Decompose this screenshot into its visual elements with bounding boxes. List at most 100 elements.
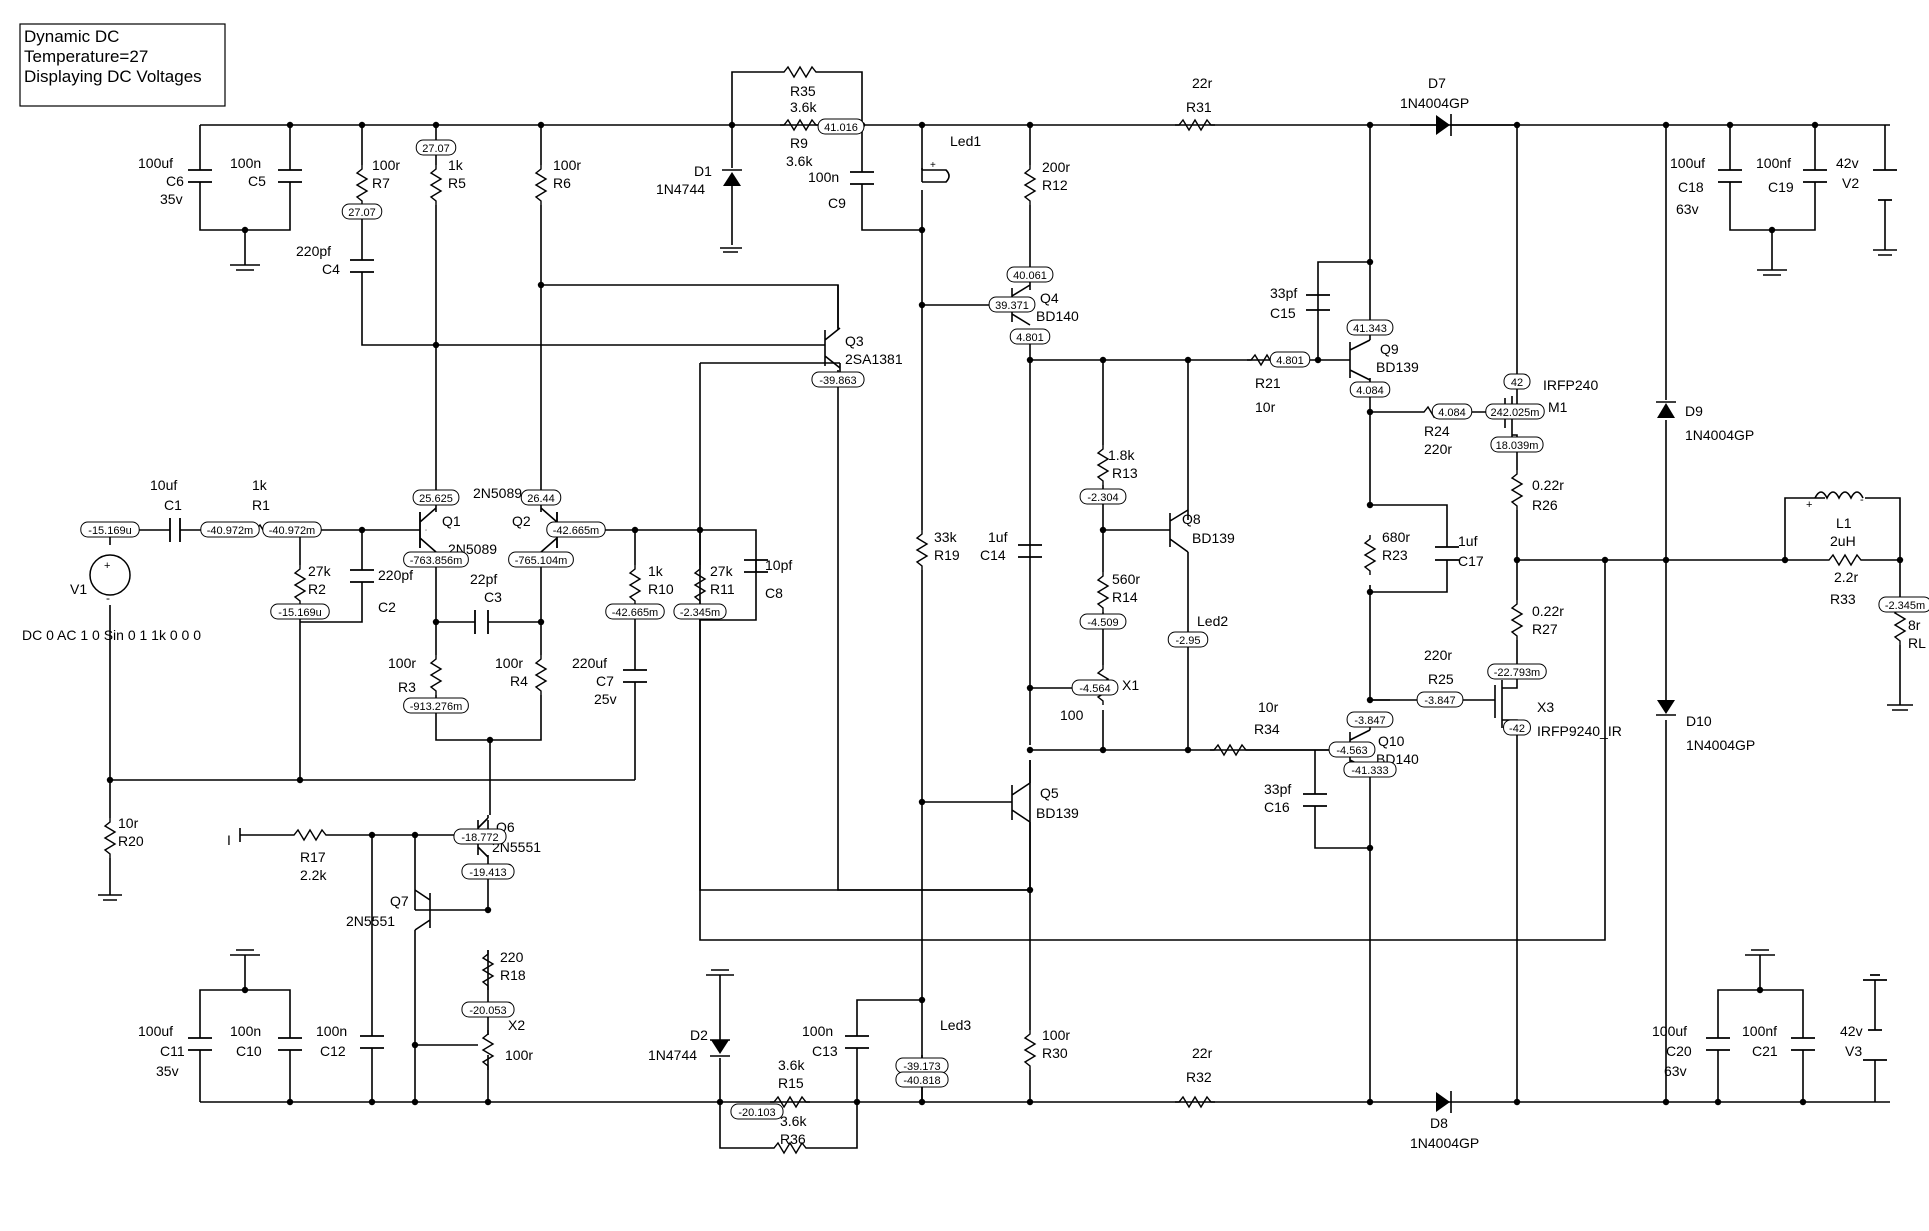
svg-text:-: - <box>106 591 110 605</box>
r17-value: 2.2k <box>300 867 327 883</box>
r31-value: 22r <box>1192 75 1213 91</box>
voltage-value: 4.084 <box>1438 407 1466 419</box>
d7-symbol <box>1410 114 1517 136</box>
q1-symbol <box>419 507 437 553</box>
r7-value: 100r <box>372 157 400 173</box>
capacitors <box>169 169 1897 1061</box>
d1-name: D1 <box>694 163 712 179</box>
q8-name: Q8 <box>1182 511 1201 527</box>
voltage-tag: -22.793m <box>1487 663 1547 680</box>
d9-symbol <box>1656 401 1676 418</box>
r1-value: 1k <box>252 477 268 493</box>
voltage-tag: -4.509 <box>1079 613 1127 630</box>
v2-cell <box>1873 169 1897 201</box>
voltage-tag: 41.343 <box>1346 319 1394 336</box>
c8-name: C8 <box>765 585 783 601</box>
r6-body <box>535 164 547 206</box>
voltage-tag: -41.333 <box>1343 761 1397 778</box>
q3-part: 2SA1381 <box>845 351 903 367</box>
q7-part: 2N5551 <box>346 913 395 929</box>
c9-plates <box>850 171 874 185</box>
voltage-value: 40.061 <box>1013 270 1047 282</box>
c11-value: 100uf <box>138 1023 173 1039</box>
voltage-value: -2.95 <box>1175 635 1200 647</box>
r21-name: R21 <box>1255 375 1281 391</box>
c21-plates <box>1791 1037 1815 1051</box>
c15-value: 33pf <box>1270 285 1297 301</box>
r19-body <box>916 529 928 571</box>
c4-value: 220pf <box>296 243 331 259</box>
c19-plates <box>1803 169 1827 183</box>
voltage-value: -15.169u <box>88 525 131 537</box>
r34-value: 10r <box>1258 699 1279 715</box>
r4-value: 100r <box>495 655 523 671</box>
c18-plates <box>1718 169 1742 183</box>
v3-cell <box>1863 974 1887 1061</box>
voltage-value: -39.173 <box>903 1061 940 1073</box>
r10-body <box>629 564 641 606</box>
x3-symbol <box>1494 680 1518 728</box>
voltage-tag: 42 <box>1503 373 1531 390</box>
voltage-tag: -913.276m <box>403 697 469 714</box>
r19-name: R19 <box>934 547 960 563</box>
c1-value: 10uf <box>150 477 177 493</box>
r36-value: 3.6k <box>780 1113 807 1129</box>
m1-name: M1 <box>1548 399 1568 415</box>
q2-name: Q2 <box>512 513 531 529</box>
q1-name: Q1 <box>442 513 461 529</box>
q7-name: Q7 <box>390 893 409 909</box>
voltage-value: -42.665m <box>553 525 599 537</box>
q9-symbol <box>1349 339 1371 381</box>
r34-name: R34 <box>1254 721 1280 737</box>
transistors <box>414 284 1518 931</box>
voltage-value: -765.104m <box>515 555 568 567</box>
d9-name: D9 <box>1685 403 1703 419</box>
r30-name: R30 <box>1042 1045 1068 1061</box>
c5-name: C5 <box>248 173 266 189</box>
r27-value: 0.22r <box>1532 603 1564 619</box>
info-line-1: Dynamic DC <box>24 27 119 46</box>
r10-value: 1k <box>648 563 664 579</box>
voltage-value: -763.856m <box>410 555 463 567</box>
voltage-tag: 25.625 <box>412 489 460 506</box>
x3-name: X3 <box>1537 699 1554 715</box>
r20-name: R20 <box>118 833 144 849</box>
r24-name: R24 <box>1424 423 1450 439</box>
voltage-tag: -18.772 <box>453 828 507 845</box>
r27-body <box>1511 599 1523 641</box>
r15-name: R15 <box>778 1075 804 1091</box>
c20-name: C20 <box>1666 1043 1692 1059</box>
c19-value: 100nf <box>1756 155 1791 171</box>
ground-d2 <box>706 969 734 976</box>
r19-value: 33k <box>934 529 958 545</box>
voltage-tag: -42 <box>1503 719 1531 736</box>
c20-value: 100uf <box>1652 1023 1687 1039</box>
r23-value: 680r <box>1382 529 1410 545</box>
ground-symbols <box>98 247 1913 976</box>
voltage-tag: -4.564 <box>1071 679 1119 696</box>
c14-value: 1uf <box>988 529 1008 545</box>
ground-v2 <box>1873 249 1897 256</box>
d8-name: D8 <box>1430 1115 1448 1131</box>
r35-value: 3.6k <box>790 99 817 115</box>
voltage-tag: -40.972m <box>262 521 322 538</box>
c6-value: 100uf <box>138 155 173 171</box>
c12-plates <box>360 1035 384 1049</box>
junction-dots <box>106 121 1904 1106</box>
q3-name: Q3 <box>845 333 864 349</box>
x3-part: IRFP9240_IR <box>1537 723 1622 739</box>
c9-name: C9 <box>828 195 846 211</box>
info-line-2: Temperature=27 <box>24 47 148 66</box>
c5-plates <box>278 169 302 183</box>
voltage-value: -2.345m <box>1885 600 1925 612</box>
voltage-value: -3.847 <box>1354 715 1385 727</box>
r20-body <box>104 817 116 859</box>
q5-symbol <box>1011 760 1031 890</box>
voltage-value: -2.304 <box>1087 492 1118 504</box>
r32-name: R32 <box>1186 1069 1212 1085</box>
r6-value: 100r <box>553 157 581 173</box>
voltage-tag: 27.07 <box>341 203 383 220</box>
voltage-tag: 4.801 <box>1269 351 1311 368</box>
d10-part: 1N4004GP <box>1686 737 1755 753</box>
q8-symbol <box>1169 509 1189 553</box>
